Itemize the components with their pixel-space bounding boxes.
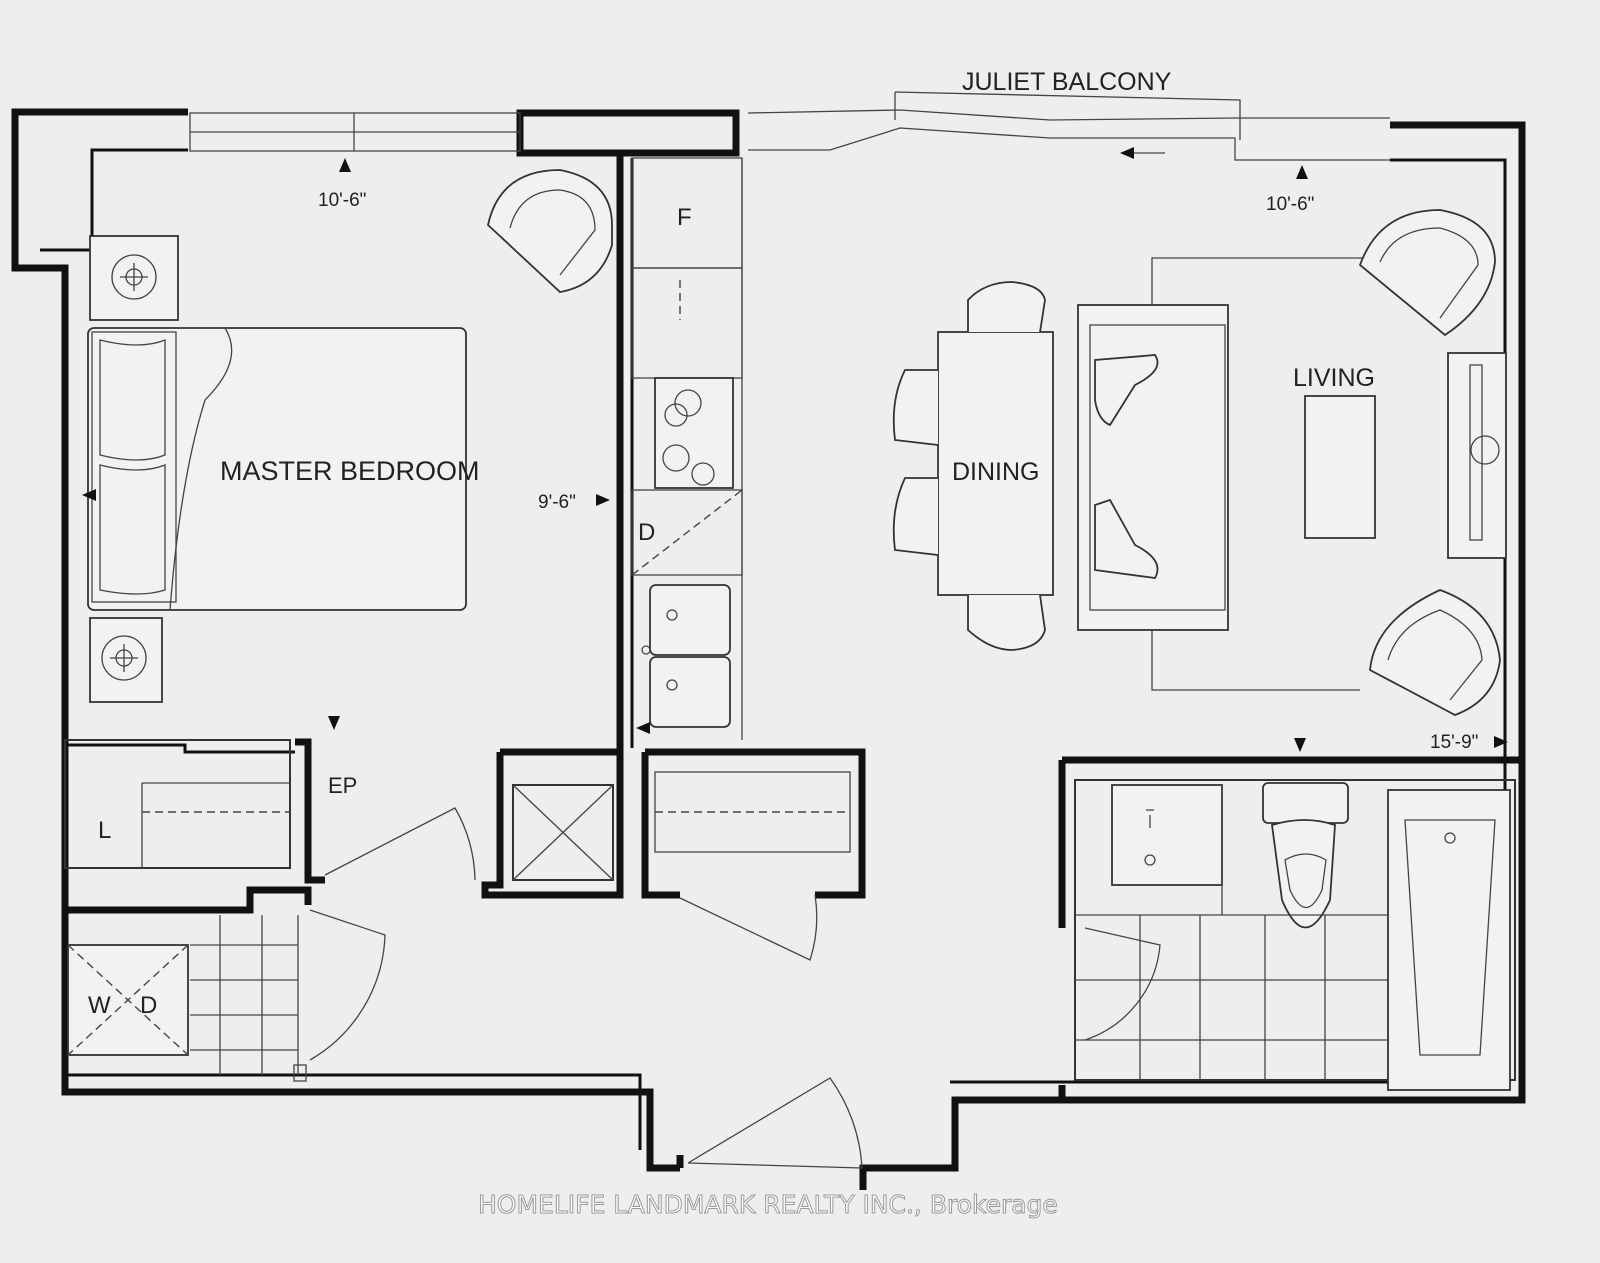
electrical-panel-label: EP xyxy=(328,773,357,798)
armchair-bedroom xyxy=(487,169,613,293)
bedroom-depth-dimension: 9'-6" xyxy=(538,492,576,513)
toilet-bowl xyxy=(1271,819,1336,929)
interior-walls xyxy=(64,152,1522,1100)
wall-pier xyxy=(516,109,740,157)
coffee-table xyxy=(1304,395,1376,539)
bathroom-outline xyxy=(1074,779,1516,1081)
toilet-tank xyxy=(1262,782,1349,824)
dishwasher xyxy=(631,489,743,576)
nightstand-bottom xyxy=(89,617,163,703)
labels: JULIET BALCONY MASTER BEDROOM DINING LIV… xyxy=(88,68,1478,1220)
dryer-label: D xyxy=(140,992,157,1019)
bedroom-furniture xyxy=(87,169,613,703)
bathtub xyxy=(1387,789,1511,1091)
dishwasher-label: D xyxy=(638,519,655,546)
dining-table xyxy=(937,331,1054,596)
dining-label: DINING xyxy=(952,458,1040,486)
fridge-label: F xyxy=(677,204,692,231)
vanity-sink xyxy=(1111,784,1223,886)
doors xyxy=(324,807,863,1169)
bedroom-width-dimension: 10'-6" xyxy=(318,190,366,211)
exterior-walls xyxy=(11,91,1526,1190)
linen-label: L xyxy=(98,817,111,844)
armchair-living xyxy=(1358,209,1496,337)
sofa-cushion xyxy=(1094,498,1159,579)
dining-chair xyxy=(892,477,939,556)
bed xyxy=(87,327,467,611)
living-label: LIVING xyxy=(1293,364,1375,392)
dining-chair xyxy=(967,594,1046,651)
dining-chair xyxy=(967,281,1046,333)
dimension-markers xyxy=(82,147,1508,752)
bathroom-fixtures xyxy=(1075,782,1511,1091)
kitchen xyxy=(631,157,743,740)
sink-right xyxy=(649,656,731,728)
master-bedroom-label: MASTER BEDROOM xyxy=(220,456,480,486)
living-furniture xyxy=(892,209,1507,716)
juliet-balcony-label: JULIET BALCONY xyxy=(962,68,1172,96)
media-unit xyxy=(1447,352,1507,559)
mechanical-shaft xyxy=(512,784,614,881)
dining-chair xyxy=(892,369,939,446)
sink-left xyxy=(649,584,731,656)
cooktop xyxy=(654,377,734,489)
armchair-living xyxy=(1369,589,1501,716)
washer-label: W xyxy=(88,992,111,1019)
brokerage-watermark: HOMELIFE LANDMARK REALTY INC., Brokerage xyxy=(478,1190,1058,1219)
living-depth-dimension: 15'-9" xyxy=(1430,732,1478,753)
sofa-cushion xyxy=(1094,354,1159,427)
laundry xyxy=(67,909,386,1075)
linen-closet xyxy=(64,739,291,869)
sofa xyxy=(1077,304,1229,631)
living-width-dimension: 10'-6" xyxy=(1266,194,1314,215)
